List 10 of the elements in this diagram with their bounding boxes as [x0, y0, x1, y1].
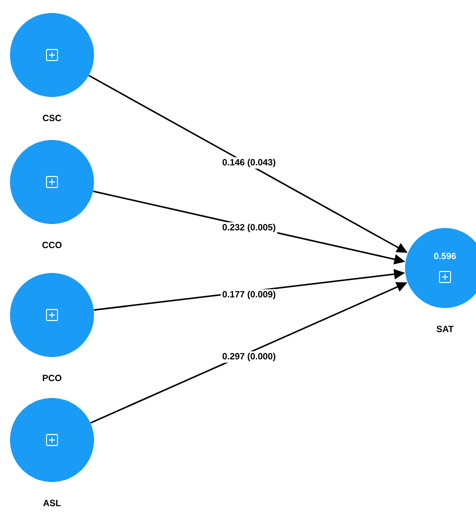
- node-label: PCO: [42, 374, 62, 382]
- edge-label: 0.146 (0.043): [220, 157, 278, 169]
- edge-label: 0.232 (0.005): [220, 222, 278, 234]
- node-label: ASL: [43, 500, 61, 506]
- node-label: CSC: [42, 114, 62, 122]
- edge-label: 0.297 (0.000): [220, 351, 278, 363]
- value-text: 0.596: [434, 252, 456, 260]
- edge-label: 0.177 (0.009): [220, 289, 278, 301]
- node-label: SAT: [436, 326, 454, 332]
- node-label: CCO: [42, 242, 62, 248]
